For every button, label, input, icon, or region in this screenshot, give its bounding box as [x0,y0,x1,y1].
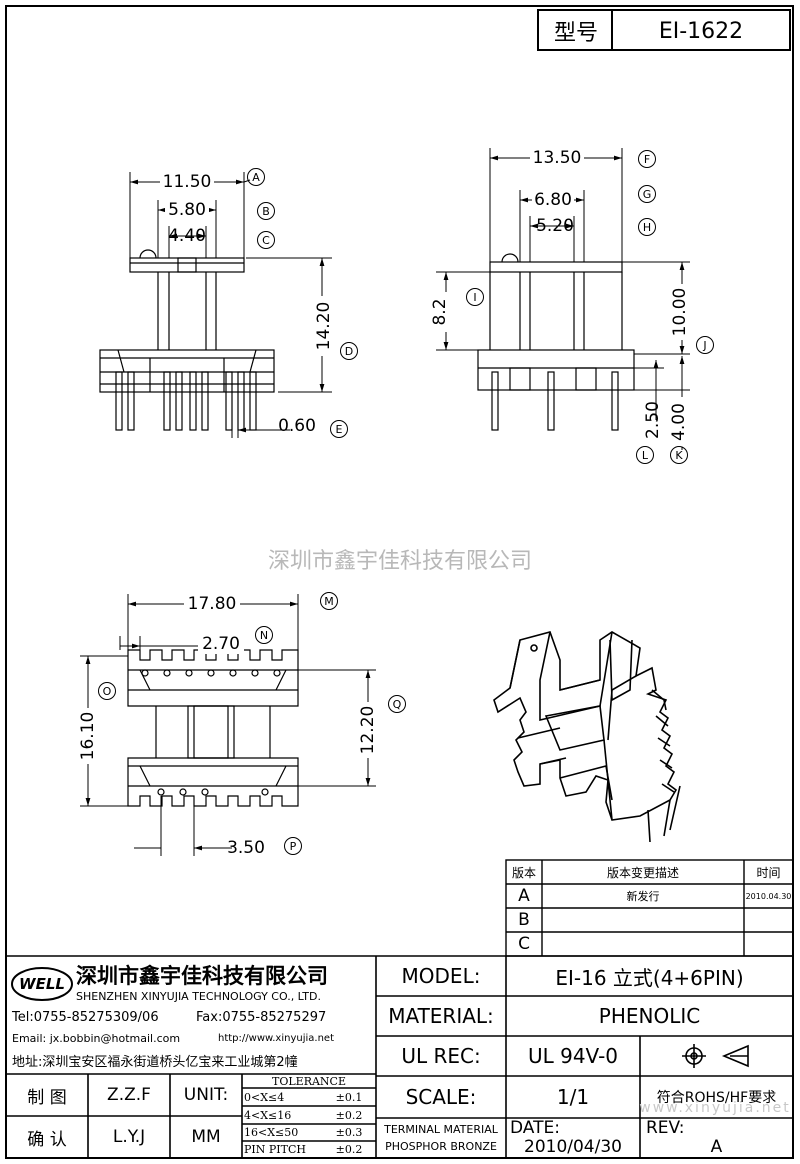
drawn-value: Z.Z.F [107,1085,151,1105]
sheet-border [5,5,794,1159]
header-model-code: EI-1622 [658,18,744,44]
rev-header-version: 版本 [511,865,536,880]
front-dims [129,172,332,438]
tolerance-title: TOLERANCE [272,1074,346,1088]
material-label: MATERIAL: [388,1004,494,1028]
dim-n-letter: N [255,626,273,644]
model-value: EI-16 立式(4+6PIN) [555,965,744,990]
dim-l-letter: L [636,446,654,464]
dim-f-value: 13.50 [530,148,584,168]
dim-p-value: 3.50 [227,838,265,858]
company-fax: Fax:0755-85275297 [196,1009,327,1025]
tolerance-value-2: ±0.2 [335,1108,363,1122]
dim-k-letter: K [670,446,688,464]
company-name-cn: 深圳市鑫宇佳科技有限公司 [76,964,328,988]
rev-row-a-rev: A [518,886,530,906]
rev-label: REV: [646,1118,685,1138]
company-web: http://www.xinyujia.net [218,1032,334,1044]
rev-row-c-rev: C [518,934,530,954]
isometric-view [493,631,681,843]
dim-f-letter: F [638,150,656,168]
watermark-text: 深圳市鑫宇佳科技有限公司 [267,549,532,574]
dim-i-value: 8.2 [430,292,450,332]
scale-label: SCALE: [405,1085,477,1109]
top-view [127,649,299,807]
company-email: Email: jx.bobbin@hotmail.com [12,1031,181,1045]
dim-o-letter: O [98,682,116,700]
ulrec-label: UL REC: [401,1044,481,1068]
dim-j-value: 10.00 [670,284,690,340]
terminal-material-line1: TERMINAL MATERIAL [384,1122,498,1136]
ulrec-value: UL 94V-0 [527,1044,619,1068]
dim-o-value: 16.10 [78,708,98,764]
dim-g-value: 6.80 [532,190,574,210]
dim-d-value: 14.20 [314,296,334,356]
rev-row-b-rev: B [518,910,530,930]
checked-label: 确 认 [27,1129,67,1150]
date-value: 2010/04/30 [524,1137,622,1157]
tolerance-value-1: ±0.1 [335,1090,363,1104]
model-label: MODEL: [401,964,481,988]
title-block-grid [6,955,793,1158]
tolerance-range-1: 0<X≤4 [244,1090,285,1104]
dim-d-letter: D [340,342,358,360]
company-logo [11,967,73,1001]
dim-j-letter: J [696,336,714,354]
company-tel: Tel:0755-85275309/06 [12,1009,159,1025]
unit-label: UNIT: [183,1085,229,1105]
dim-c-letter: C [257,231,275,249]
scale-value: 1/1 [556,1085,590,1109]
dim-b-value: 5.80 [165,200,209,220]
terminal-material-line2: PHOSPHOR BRONZE [385,1139,497,1153]
company-name-en: SHENZHEN XINYUJIA TECHNOLOGY CO., LTD. [76,989,321,1003]
dim-h-value: 5.20 [536,216,574,236]
dim-l-value: 2.50 [643,401,663,439]
tolerance-value-4: ±0.2 [335,1143,363,1156]
dim-g-letter: G [638,185,656,203]
dim-p-letter: P [284,837,302,855]
unit-value: MM [191,1127,221,1147]
tolerance-range-2: 4<X≤16 [244,1108,292,1122]
dim-e-value: 0.60 [278,416,316,436]
rev-header-time: 时间 [756,865,781,880]
tolerance-range-4: PIN PITCH [244,1143,306,1156]
material-value: PHENOLIC [598,1004,701,1028]
header-box [537,9,791,51]
drawn-label: 制 图 [27,1087,67,1108]
date-label: DATE: [510,1118,560,1138]
dim-a-letter: A [247,168,265,186]
site-watermark: www.xinyujia.net [639,1100,791,1116]
dim-b-letter: B [257,202,275,220]
tolerance-range-3: 16<X≤50 [244,1126,299,1139]
dim-c-value: 4.40 [168,226,206,246]
dim-h-letter: H [638,218,656,236]
checked-value: L.Y.J [112,1127,146,1147]
side-view [477,253,635,431]
dim-q-value: 12.20 [358,702,378,758]
dim-k-value: 4.00 [669,397,689,447]
dim-e-letter: E [330,420,348,438]
dim-a-value: 11.50 [160,172,214,192]
dim-q-letter: Q [388,695,406,713]
company-logo-text: WELL [19,975,65,993]
company-address: 地址:深圳宝安区福永街道桥头亿宝来工业城第2幢 [12,1054,298,1070]
dim-n-value: 2.70 [198,634,244,654]
rev-value: A [710,1137,723,1157]
rev-header-desc: 版本变更描述 [606,865,679,880]
ul-symbols [682,1044,749,1068]
revision-table-grid [505,859,794,957]
dim-m-letter: M [320,592,338,610]
front-view [99,249,275,431]
dim-i-letter: I [466,288,484,306]
rohs-note: 符合ROHS/HF要求 [656,1090,777,1106]
rev-row-a-desc: 新发行 [626,890,660,903]
rev-row-a-date: 2010.04.30 [745,891,792,901]
dim-m-value: 17.80 [184,594,240,614]
tolerance-value-3: ±0.3 [335,1126,363,1139]
header-label: 型号 [553,21,598,46]
